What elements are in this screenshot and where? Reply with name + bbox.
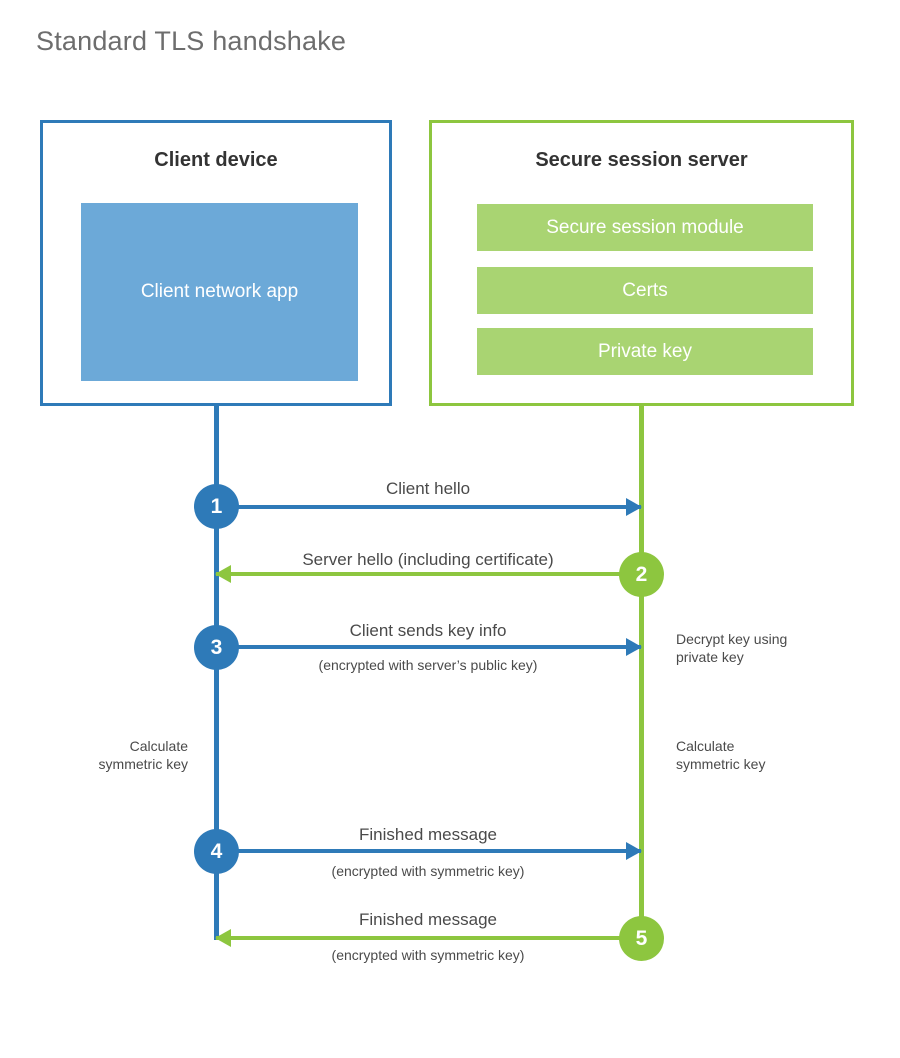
secure-session-server-title: Secure session server <box>535 149 748 171</box>
client-network-app-block: Client network app <box>81 203 358 381</box>
step-4-sublabel: (encrypted with symmetric key) <box>331 863 525 879</box>
secure-session-server-box: Secure session server Secure session mod… <box>429 120 854 406</box>
server-lifeline <box>639 403 644 940</box>
step-3-label: Client sends key info <box>349 621 507 640</box>
private-key-block: Private key <box>477 328 813 375</box>
step-3-arrow-shaft <box>216 645 641 649</box>
step-5-arrow-shaft <box>216 936 641 940</box>
step-4-label: Finished message <box>359 825 497 844</box>
step-1-label: Client hello <box>385 479 471 498</box>
step-2-arrow-head <box>215 565 231 583</box>
step-5-label: Finished message <box>359 910 497 929</box>
step-2-arrow-shaft <box>216 572 641 576</box>
step-2-label: Server hello (including certificate) <box>302 550 554 569</box>
client-device-box: Client device Client network app <box>40 120 392 406</box>
step-4-arrow-shaft <box>216 849 641 853</box>
step-4-arrow-head <box>626 842 642 860</box>
client-device-title: Client device <box>154 149 278 171</box>
step-3-arrow-head <box>626 638 642 656</box>
secure-session-module-block: Secure session module <box>477 204 813 251</box>
step-2-badge: 2 <box>619 552 664 597</box>
step-1-badge: 1 <box>194 484 239 529</box>
step-3-arrow <box>216 638 642 656</box>
step-5-sublabel: (encrypted with symmetric key) <box>331 947 525 963</box>
step-5-arrow-head <box>215 929 231 947</box>
step-3-badge: 3 <box>194 625 239 670</box>
step-1-arrow-shaft <box>216 505 641 509</box>
page-title: Standard TLS handshake <box>36 26 347 56</box>
step-4-badge: 4 <box>194 829 239 874</box>
step-1-arrow-head <box>626 498 642 516</box>
step-3-sublabel: (encrypted with server’s public key) <box>318 657 538 673</box>
certs-block: Certs <box>477 267 813 314</box>
step-2-arrow <box>215 565 641 583</box>
client-lifeline <box>214 403 219 940</box>
client-calculate-symmetric-key-note: Calculate symmetric key <box>98 738 188 772</box>
server-calculate-symmetric-key-note: Calculate symmetric key <box>676 738 766 772</box>
step-1-arrow <box>216 498 642 516</box>
server-decrypt-note: Decrypt key using private key <box>676 631 788 665</box>
step-4-arrow <box>216 842 642 860</box>
step-5-badge: 5 <box>619 916 664 961</box>
step-5-arrow <box>215 929 641 947</box>
